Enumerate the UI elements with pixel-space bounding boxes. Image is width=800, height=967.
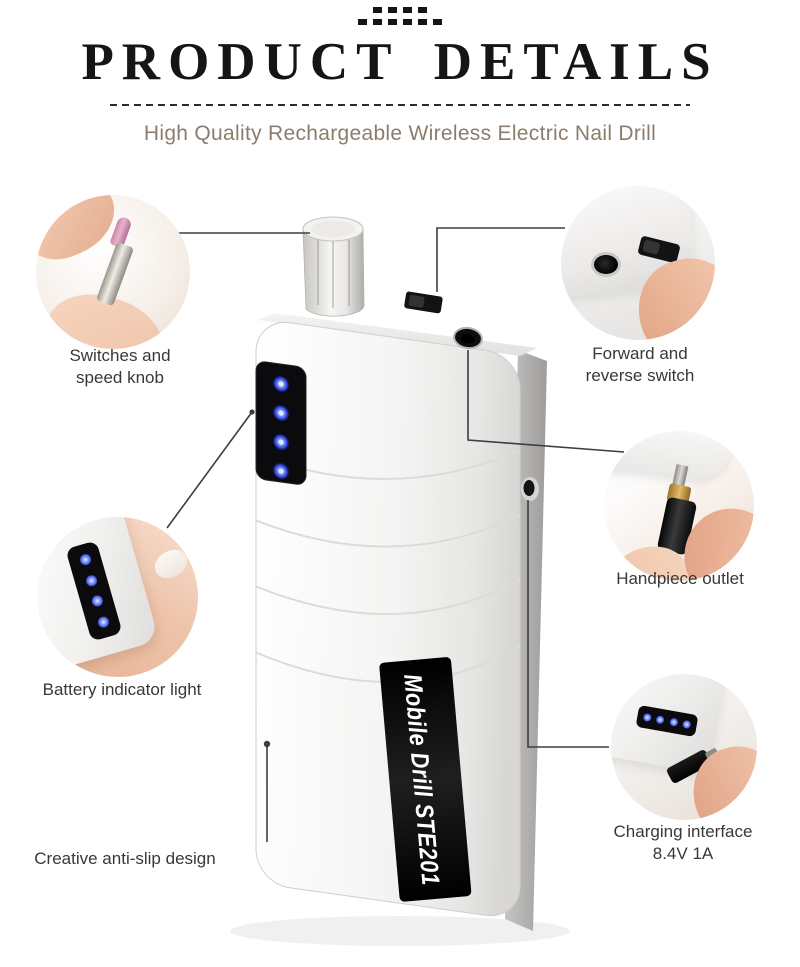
label-forward-reverse: Forward and reverse switch (585, 344, 695, 386)
label-handpiece-outlet: Handpiece outlet (616, 569, 744, 588)
title-underline (110, 104, 690, 106)
line-charging (527, 500, 609, 748)
dash-row (373, 7, 427, 13)
battery-indicator-panel (255, 361, 307, 485)
line-battery-dot (249, 409, 255, 415)
drill-bit-shape (95, 241, 135, 307)
device-edge-shape (604, 431, 736, 483)
handpiece-outlet-hole (453, 326, 483, 350)
forward-reverse-switch (404, 291, 443, 314)
led-dot (78, 553, 92, 567)
page-title: PRODUCT DETAILS (81, 33, 719, 91)
decorative-top-dashes (0, 7, 800, 31)
label-battery-indicator: Battery indicator light (42, 680, 202, 699)
led-dot (642, 712, 652, 723)
led-dot (682, 719, 692, 730)
charging-port-hole (521, 477, 539, 501)
device-shadow (230, 916, 570, 946)
led-dot (96, 615, 110, 629)
line-handpiece (467, 350, 625, 453)
dash-row (358, 19, 442, 25)
line-battery (166, 411, 253, 529)
callout-lines (166, 227, 625, 842)
label-anti-slip-design: Creative anti-slip design (34, 849, 216, 868)
callout-photo-charging-interface (611, 674, 757, 820)
page-subtitle: High Quality Rechargeable Wireless Elect… (143, 122, 657, 145)
outlet-hole-shape (591, 252, 621, 277)
product-model-plate: Mobile Drill STE201 (379, 657, 472, 902)
callout-photo-speed-knob (36, 195, 190, 349)
led-dot (655, 715, 665, 725)
label-charging-interface: Charging interface 8.4V 1A (613, 822, 753, 864)
led-dot (84, 573, 98, 588)
led-dot (669, 717, 679, 727)
label-speed-knob: Switches and speed knob (69, 346, 171, 388)
led-dot (90, 594, 104, 609)
line-forward-switch (436, 227, 565, 292)
callout-photo-forward-reverse (561, 186, 715, 340)
callout-photo-handpiece-outlet (604, 431, 754, 581)
line-antislip-dot (263, 740, 271, 748)
speed-knob (302, 216, 365, 317)
callout-photo-battery-indicator (38, 517, 198, 677)
